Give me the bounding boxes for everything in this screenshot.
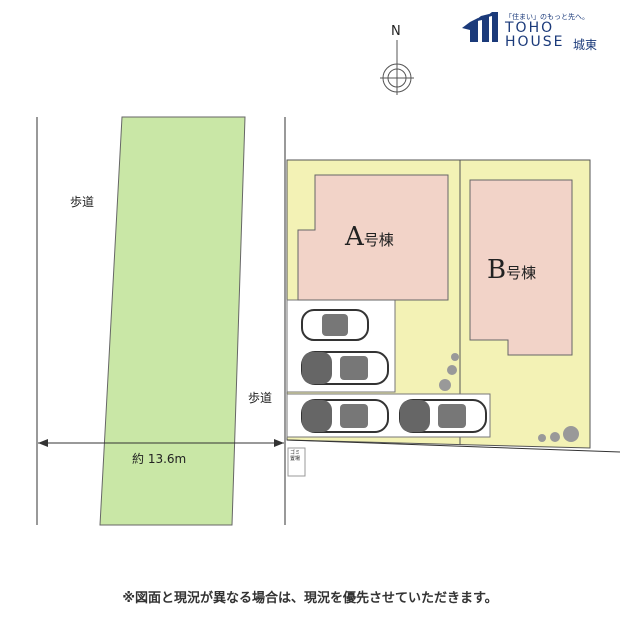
house-b-label: B号棟 [487, 255, 536, 285]
house-b-letter: B [487, 255, 507, 285]
lot-boundary-bottom [286, 439, 620, 453]
arrow-right [274, 439, 284, 447]
logo-toho: TOHO [505, 20, 555, 36]
shrubs [439, 353, 579, 442]
sidewalk-right-label: 歩道 [248, 391, 273, 405]
car [301, 309, 369, 341]
house-a [297, 174, 449, 301]
logo-tagline: 「住まい」のもっと先へ。 [505, 13, 589, 21]
garbage-label: ゴミ置場 [290, 450, 301, 462]
car [399, 399, 487, 433]
green-median [99, 116, 246, 526]
sidewalk-left-label: 歩道 [70, 195, 95, 209]
house-a-label: A号棟 [345, 222, 394, 252]
house-b-suffix: 号棟 [506, 264, 537, 282]
car [301, 351, 389, 385]
arrow-left [38, 439, 48, 447]
width-dimension-label: 約 13.6m [132, 452, 187, 466]
garbage-area [287, 447, 306, 477]
compass-north-label: N [391, 24, 401, 39]
logo-icon [462, 12, 498, 42]
car [301, 399, 389, 433]
disclaimer-note: ※図面と現況が異なる場合は、現況を優先させていただきます。 [122, 591, 498, 606]
house-b [469, 179, 573, 356]
house-a-suffix: 号棟 [363, 231, 394, 249]
compass-icon [380, 40, 414, 95]
logo-house: HOUSE [505, 34, 565, 50]
house-a-letter: A [345, 222, 364, 252]
logo-branch: 城東 [573, 38, 598, 52]
